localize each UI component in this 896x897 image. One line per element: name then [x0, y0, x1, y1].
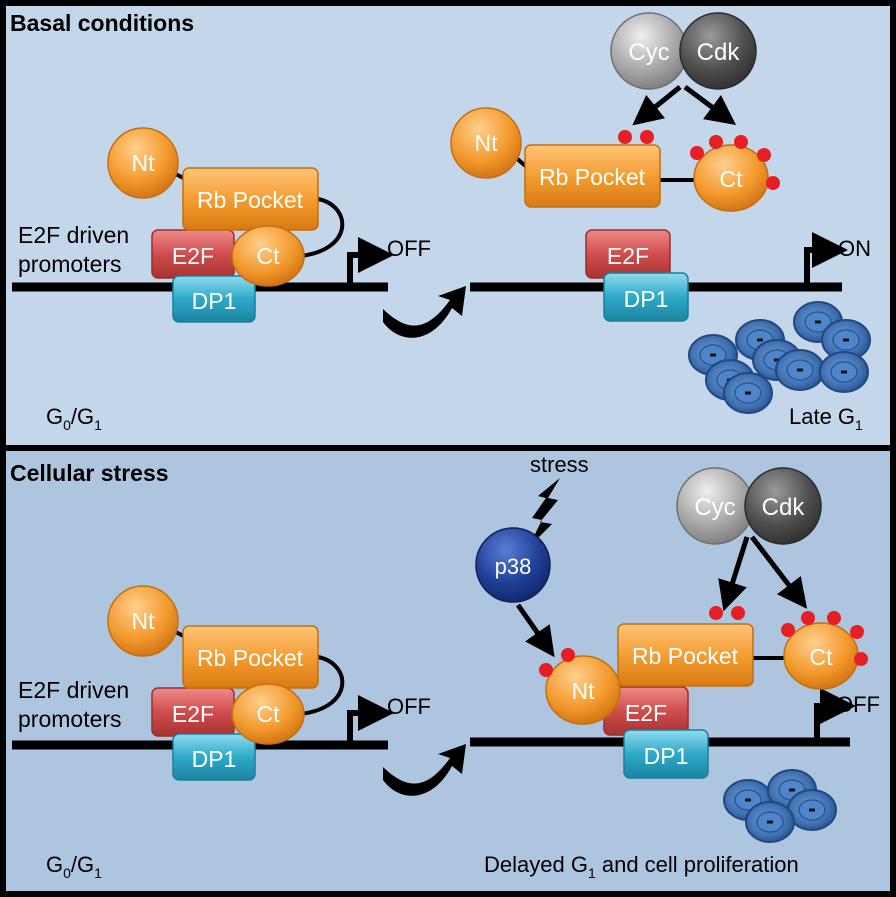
svg-text:DP1: DP1: [192, 288, 237, 314]
phospho-dots: [539, 606, 868, 677]
svg-text:DP1: DP1: [644, 743, 689, 769]
svg-text:Rb Pocket: Rb Pocket: [197, 645, 304, 671]
svg-text:E2F: E2F: [625, 700, 667, 726]
phase-label: G0/G1: [46, 852, 102, 881]
state-on: ON: [838, 236, 871, 261]
state-off: OFF: [387, 236, 431, 261]
lightning-icon: [528, 478, 560, 548]
promoter-arrow: [814, 688, 856, 740]
state-off: OFF: [387, 694, 431, 719]
promoter-arrow: [347, 695, 394, 742]
kinase-arrow: [750, 535, 808, 609]
svg-text:Nt: Nt: [132, 150, 156, 176]
svg-text:E2F: E2F: [607, 243, 649, 269]
cdk-ball: Cdk: [679, 12, 757, 90]
phase-label: Delayed G1 and cell proliferation: [484, 852, 799, 881]
svg-text:DP1: DP1: [624, 286, 669, 312]
panel-title-basal: Basal conditions: [10, 10, 194, 36]
kinase-arrow: [718, 536, 750, 612]
dp1-box: DP1: [172, 733, 256, 781]
rb-pocket-box: Rb Pocket: [182, 167, 319, 231]
e2f-box: E2F: [585, 229, 671, 279]
e2f-box: E2F: [151, 687, 235, 737]
phase-label: Late G1: [789, 404, 863, 433]
svg-text:E2F: E2F: [172, 243, 214, 269]
state-off: OFF: [836, 692, 880, 717]
panel-title-stress: Cellular stress: [10, 460, 169, 486]
promoter-label: E2F driven: [18, 677, 129, 703]
p38-ball: p38: [475, 527, 551, 603]
kinase-arrow: [683, 84, 737, 125]
promoter-label: E2F driven: [18, 222, 129, 248]
e2f-box: E2F: [603, 686, 689, 736]
promoter-label: promoters: [18, 706, 122, 732]
nt-ball: Nt: [107, 127, 179, 199]
nt-ball: Nt: [107, 585, 179, 657]
nt-ball: Nt: [545, 655, 621, 725]
ct-ball: Ct: [783, 622, 859, 690]
transition-arrow: [383, 286, 466, 338]
rb-pocket-box: Rb Pocket: [524, 144, 661, 208]
dp1-box: DP1: [172, 275, 256, 323]
svg-text:Rb Pocket: Rb Pocket: [632, 643, 739, 669]
ct-ball: Ct: [693, 144, 769, 212]
linker: [299, 655, 345, 716]
kinase-arrow: [632, 85, 682, 126]
ct-ball: Ct: [231, 225, 305, 287]
nt-ball: Nt: [450, 107, 522, 179]
svg-text:E2F: E2F: [172, 701, 214, 727]
svg-text:Cyc: Cyc: [694, 494, 735, 521]
svg-text:Rb Pocket: Rb Pocket: [539, 164, 646, 190]
cdk-ball: Cdk: [744, 467, 822, 545]
svg-text:Nt: Nt: [132, 608, 156, 634]
linker: [299, 197, 345, 258]
phospho-dots: [618, 130, 780, 190]
ct-ball: Ct: [231, 683, 305, 745]
kinase-arrow: [515, 603, 555, 658]
svg-text:Nt: Nt: [475, 130, 499, 156]
dp1-box: DP1: [603, 272, 689, 322]
svg-text:Ct: Ct: [257, 701, 281, 727]
cyc-ball: Cyc: [676, 467, 754, 545]
dp1-box: DP1: [623, 729, 709, 779]
svg-text:Nt: Nt: [572, 678, 596, 704]
stress-label: stress: [530, 452, 589, 477]
rb-pocket-box: Rb Pocket: [617, 623, 754, 687]
phase-label: G0/G1: [46, 404, 102, 433]
svg-text:Rb Pocket: Rb Pocket: [197, 187, 304, 213]
svg-text:Ct: Ct: [720, 166, 744, 192]
transition-arrow: [383, 744, 466, 796]
svg-text:Cdk: Cdk: [762, 494, 806, 521]
svg-text:Cyc: Cyc: [628, 39, 669, 66]
promoter-arrow: [347, 237, 394, 284]
promoter-arrow: [804, 232, 848, 284]
promoter-label: promoters: [18, 251, 122, 277]
svg-text:Ct: Ct: [810, 644, 834, 670]
svg-text:DP1: DP1: [192, 746, 237, 772]
cyc-ball: Cyc: [610, 12, 688, 90]
svg-text:Cdk: Cdk: [697, 39, 741, 66]
svg-text:p38: p38: [495, 554, 532, 579]
e2f-box: E2F: [151, 229, 235, 279]
rb-pocket-box: Rb Pocket: [182, 625, 319, 689]
svg-text:Ct: Ct: [257, 243, 281, 269]
